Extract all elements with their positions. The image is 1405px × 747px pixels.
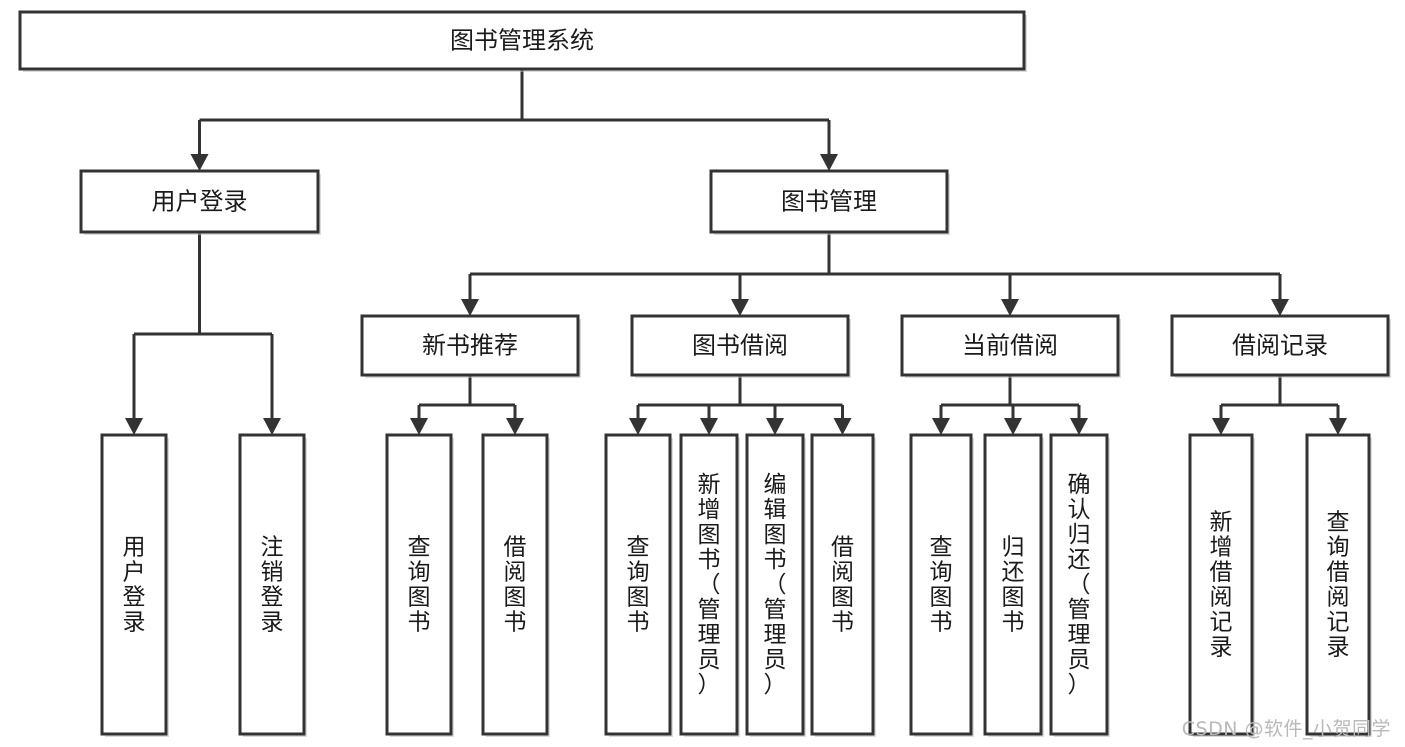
node-borrow-record[interactable]: 借阅记录 — [1170, 314, 1391, 378]
node-box — [679, 433, 739, 736]
node-leaf-query-book-1[interactable]: 查询图书 — [385, 433, 454, 737]
arrow-head-icon — [820, 154, 838, 171]
node-leaf-query-record[interactable]: 查询借阅记录 — [1305, 433, 1372, 737]
node-label: 图书管理 — [781, 188, 877, 216]
node-label: 归还图书 — [1002, 535, 1025, 636]
node-label: 查询图书 — [930, 535, 953, 636]
node-box — [630, 314, 850, 377]
arrow-head-icon — [1070, 418, 1088, 435]
node-label: 用户登录 — [152, 188, 248, 216]
node-label: 确认归还（管理员） — [1068, 472, 1091, 698]
node-label: 用户登录 — [123, 535, 146, 636]
node-box — [1049, 433, 1109, 736]
arrow-head-icon — [932, 418, 950, 435]
node-new-book-rec[interactable]: 新书推荐 — [360, 314, 581, 378]
node-user-login[interactable]: 用户登录 — [79, 169, 321, 235]
arrow-head-icon — [506, 418, 524, 435]
node-box — [909, 433, 973, 736]
arrow-head-icon — [461, 299, 479, 316]
node-leaf-user-logout[interactable]: 注销登录 — [238, 433, 307, 737]
node-root[interactable]: 图书管理系统 — [18, 10, 1027, 72]
node-label: 编辑图书（管理员） — [764, 472, 787, 698]
node-label: 新增图书（管理员） — [698, 472, 721, 698]
connector-layer — [125, 69, 1347, 435]
node-box — [604, 433, 672, 736]
node-leaf-query-book-2[interactable]: 查询图书 — [604, 433, 673, 737]
node-box — [745, 433, 805, 736]
node-leaf-query-book-3[interactable]: 查询图书 — [909, 433, 974, 737]
connector-group-root — [190, 69, 838, 171]
node-label: 图书管理系统 — [450, 27, 594, 55]
node-box — [810, 433, 875, 736]
arrow-head-icon — [731, 299, 749, 316]
connector-group-book-borrow — [629, 375, 852, 435]
node-label: 图书借阅 — [692, 332, 788, 360]
node-box — [1188, 433, 1254, 736]
arrow-head-icon — [1329, 418, 1347, 435]
arrow-head-icon — [410, 418, 428, 435]
node-label: 借阅图书 — [831, 535, 854, 636]
arrow-head-icon — [1004, 418, 1022, 435]
node-leaf-confirm-return[interactable]: 确认归还（管理员） — [1049, 433, 1110, 737]
node-leaf-borrow-book-1[interactable]: 借阅图书 — [481, 433, 550, 737]
arrow-head-icon — [1212, 418, 1230, 435]
arrow-head-icon — [1001, 299, 1019, 316]
connector-group-book-manage — [461, 232, 1289, 316]
connector-group-user-login — [125, 232, 281, 435]
node-label: 新书推荐 — [422, 332, 518, 360]
node-box — [238, 433, 306, 736]
node-leaf-return-book[interactable]: 归还图书 — [983, 433, 1044, 737]
node-box — [1305, 433, 1371, 736]
node-box — [983, 433, 1043, 736]
node-label: 借阅记录 — [1232, 332, 1328, 360]
node-label: 新增借阅记录 — [1210, 510, 1233, 661]
node-book-manage[interactable]: 图书管理 — [709, 169, 950, 235]
arrow-head-icon — [833, 418, 852, 435]
node-box — [481, 433, 549, 736]
node-label: 当前借阅 — [962, 332, 1058, 360]
node-label: 查询图书 — [627, 535, 650, 636]
arrow-head-icon — [700, 418, 718, 435]
connector-group-current-borrow — [932, 375, 1088, 435]
node-book-borrow[interactable]: 图书借阅 — [630, 314, 851, 378]
arrow-head-icon — [1271, 299, 1289, 316]
node-box — [900, 314, 1120, 377]
node-leaf-edit-book[interactable]: 编辑图书（管理员） — [745, 433, 806, 737]
node-box — [385, 433, 453, 736]
connector-group-borrow-record — [1212, 375, 1347, 435]
node-layer: 图书管理系统用户登录图书管理新书推荐图书借阅当前借阅借阅记录用户登录注销登录查询… — [18, 10, 1391, 737]
arrow-head-icon — [263, 418, 281, 435]
node-label: 查询借阅记录 — [1327, 510, 1350, 661]
arrow-head-icon — [125, 418, 143, 435]
node-label: 借阅图书 — [504, 535, 527, 636]
node-leaf-add-book[interactable]: 新增图书（管理员） — [679, 433, 740, 737]
connector-group-new-book-rec — [410, 375, 524, 435]
node-box — [709, 169, 949, 234]
node-label: 注销登录 — [261, 535, 284, 636]
node-box — [18, 10, 1026, 71]
arrow-head-icon — [766, 418, 784, 435]
node-box — [360, 314, 580, 377]
node-box — [1170, 314, 1390, 377]
arrow-head-icon — [629, 418, 647, 435]
node-label: 查询图书 — [408, 535, 431, 636]
arrow-head-icon — [190, 154, 209, 171]
node-box — [79, 169, 320, 234]
node-leaf-add-record[interactable]: 新增借阅记录 — [1188, 433, 1255, 737]
node-box — [100, 433, 168, 736]
node-leaf-borrow-book-2[interactable]: 借阅图书 — [810, 433, 876, 737]
node-current-borrow[interactable]: 当前借阅 — [900, 314, 1121, 378]
node-leaf-user-login[interactable]: 用户登录 — [100, 433, 169, 737]
